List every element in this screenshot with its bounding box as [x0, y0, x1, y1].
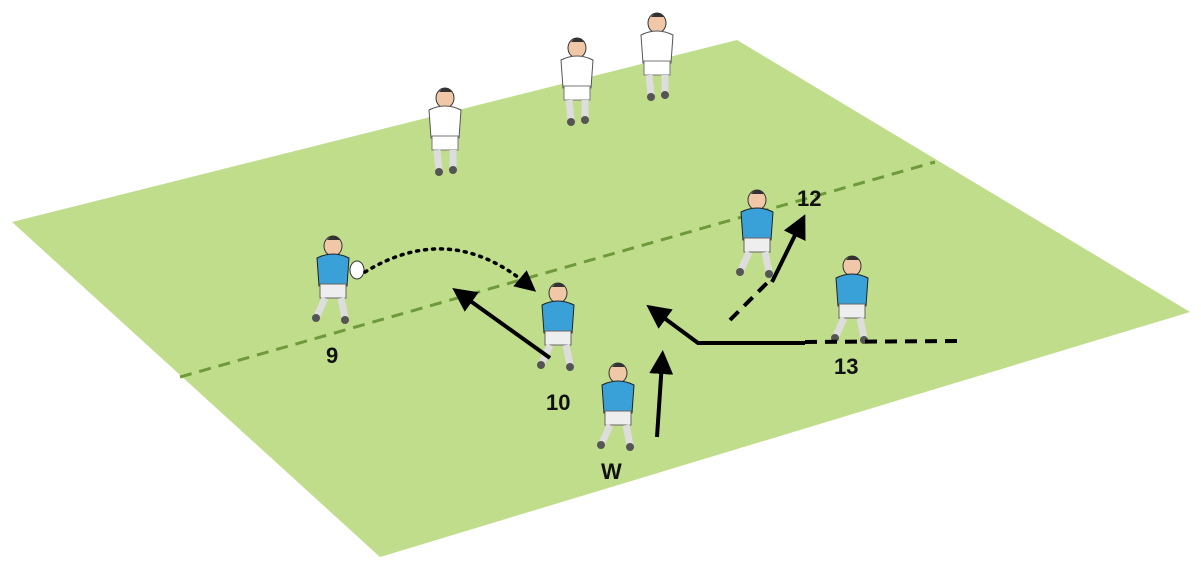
run-arrow-w	[649, 350, 674, 438]
label-9: 9	[326, 343, 339, 368]
label-12: 12	[797, 186, 822, 211]
run-arrow-12	[770, 214, 806, 283]
rugby-ball	[349, 260, 365, 280]
pass-path	[363, 247, 537, 292]
run-arrow-10	[452, 288, 552, 360]
halfway-dashed-line	[179, 160, 936, 379]
label-w: W	[601, 459, 622, 484]
label-10: 10	[546, 390, 571, 415]
label-13: 13	[834, 354, 859, 379]
start-line-13	[804, 339, 959, 344]
pitch	[12, 40, 1190, 557]
run-arrow-13	[646, 304, 805, 345]
decoy-line-12	[728, 276, 774, 322]
